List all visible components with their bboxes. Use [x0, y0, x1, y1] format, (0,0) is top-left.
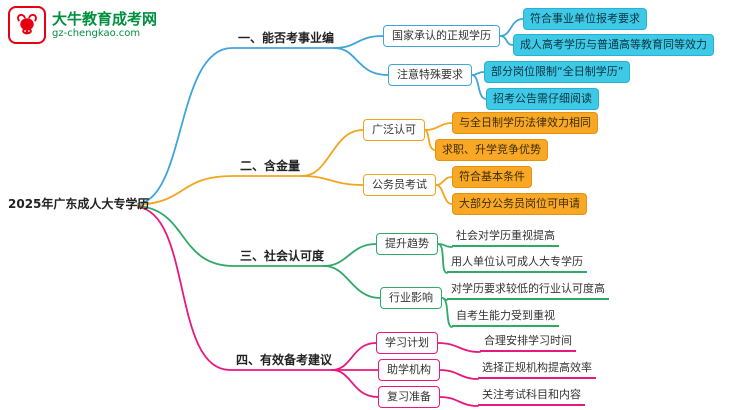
site-logo[interactable]: 大牛教育成考网 gz-chengkao.com: [8, 6, 157, 44]
node-branch-4-leaf-2-1: 选择正规机构提高效率: [478, 359, 596, 379]
node-branch-3-child-2: 行业影响: [380, 287, 442, 309]
bull-icon: [8, 6, 46, 44]
node-branch-1-child-2: 注意特殊要求: [388, 64, 472, 86]
node-branch-2-leaf-2-2: 大部分公务员岗位可申请: [452, 193, 587, 215]
node-branch-4-child-1: 学习计划: [376, 332, 438, 354]
site-logo-text: 大牛教育成考网 gz-chengkao.com: [52, 10, 157, 40]
node-branch-1-leaf-2-2: 招考公告需仔细阅读: [486, 88, 599, 110]
node-branch-1-leaf-2-1: 部分岗位限制“全日制学历”: [484, 61, 631, 83]
node-branch-4-leaf-3-1: 关注考试科目和内容: [478, 386, 585, 406]
node-branch-1-child-1: 国家承认的正规学历: [383, 25, 500, 47]
node-branch-1-leaf-1-2: 成人高考学历与普通高等教育同等效力: [513, 34, 714, 56]
node-branch-3-leaf-1-2: 用人单位认可成人大专学历: [447, 253, 587, 273]
node-branch-3-child-1: 提升趋势: [376, 233, 438, 255]
node-branch-3-leaf-1-1: 社会对学历重视提高: [452, 227, 559, 247]
node-branch-4: 四、有效备考建议: [236, 353, 333, 367]
node-branch-4-child-2: 助学机构: [378, 359, 440, 381]
node-branch-1-leaf-1-1: 符合事业单位报考要求: [523, 8, 647, 30]
node-branch-3-leaf-2-1: 对学历要求较低的行业认可度高: [447, 280, 609, 300]
site-name: 大牛教育成考网: [52, 10, 158, 28]
node-branch-2-child-2: 公务员考试: [363, 174, 436, 196]
node-branch-4-child-3: 复习准备: [378, 386, 440, 408]
node-branch-2: 二、含金量: [240, 159, 301, 173]
node-branch-2-leaf-2-1: 符合基本条件: [452, 166, 532, 188]
root-node: 2025年广东成人大专学历: [8, 197, 150, 211]
site-url: gz-chengkao.com: [52, 28, 141, 39]
node-branch-1: 一、能否考事业编: [238, 31, 335, 45]
node-branch-2-child-1: 广泛认可: [363, 119, 425, 141]
node-branch-2-leaf-1-2: 求职、升学竞争优势: [435, 139, 548, 161]
node-branch-3: 三、社会认可度: [240, 249, 325, 263]
node-branch-4-leaf-1-1: 合理安排学习时间: [480, 332, 576, 352]
node-branch-3-leaf-2-2: 自考生能力受到重视: [452, 307, 559, 327]
node-branch-2-leaf-1-1: 与全日制学历法律效力相同: [452, 112, 598, 134]
